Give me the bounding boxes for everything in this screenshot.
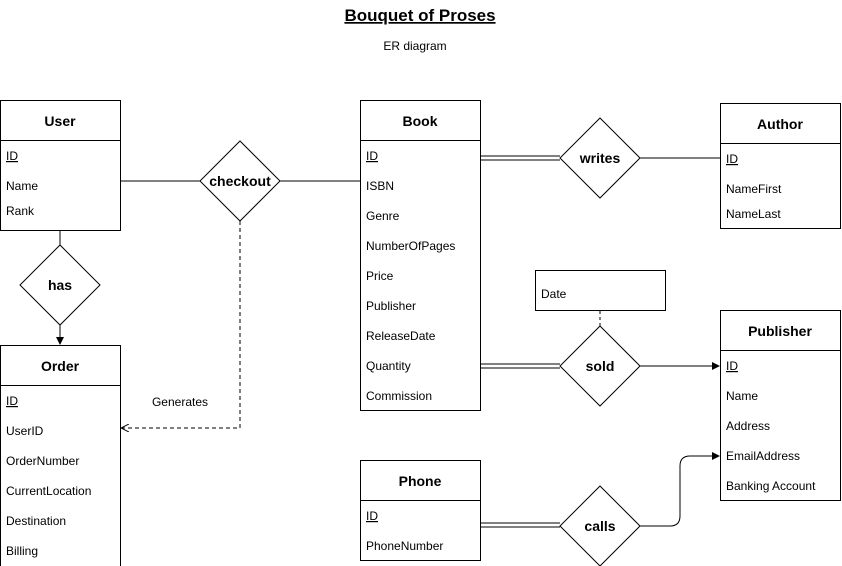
entity-user-box (0, 100, 121, 231)
publisher-attr-emailaddress: EmailAddress (726, 449, 800, 463)
attribute-date[interactable]: Date (535, 270, 666, 311)
publisher-attr-address: Address (726, 419, 770, 433)
order-attr-destination: Destination (6, 514, 66, 528)
publisher-attr-bankingaccount: Banking Account (726, 479, 816, 493)
user-attr-name: Name (6, 179, 38, 193)
entity-publisher-box (720, 310, 841, 501)
book-attr-genre: Genre (366, 209, 400, 223)
phone-attr-id: ID (366, 509, 378, 523)
book-attr-price: Price (366, 269, 394, 283)
author-attr-id: ID (726, 152, 738, 166)
entity-book-box (360, 100, 481, 411)
order-attr-ordernumber: OrderNumber (6, 454, 79, 468)
order-attr-billing: Billing (6, 544, 38, 558)
relationship-calls[interactable]: calls (559, 485, 641, 566)
entity-user-title: User (44, 113, 76, 129)
user-attr-rank: Rank (6, 204, 35, 218)
entity-phone-title: Phone (399, 473, 442, 489)
relationship-checkout-diamond (199, 140, 281, 222)
publisher-attr-name: Name (726, 389, 758, 403)
diagram-subtitle: ER diagram (383, 39, 446, 53)
relationship-writes[interactable]: writes (559, 117, 641, 199)
relationship-sold[interactable]: sold (559, 325, 641, 407)
attribute-date-box (535, 270, 666, 311)
book-attr-quantity: Quantity (366, 359, 411, 373)
order-attr-currentlocation: CurrentLocation (6, 484, 91, 498)
relationship-sold-diamond (559, 325, 641, 407)
book-attr-numberofpages: NumberOfPages (366, 239, 455, 253)
relationship-has-label: has (48, 277, 72, 293)
publisher-attr-id: ID (726, 359, 738, 373)
author-attr-namefirst: NameFirst (726, 182, 782, 196)
book-attr-id: ID (366, 149, 378, 163)
book-attr-publisher: Publisher (366, 299, 416, 313)
relationship-writes-diamond (559, 117, 641, 199)
entity-author[interactable]: Author ID NameFirst NameLast (720, 103, 841, 229)
entity-order-box (0, 345, 121, 566)
entity-publisher[interactable]: Publisher ID Name Address EmailAddress B… (720, 310, 841, 501)
relationship-writes-label: writes (579, 150, 621, 166)
book-attr-commission: Commission (366, 389, 432, 403)
order-attr-userid: UserID (6, 424, 44, 438)
relationship-checkout[interactable]: checkout (199, 140, 281, 222)
entity-book[interactable]: Book ID ISBN Genre NumberOfPages Price P… (360, 100, 481, 411)
order-attr-id: ID (6, 394, 18, 408)
entity-author-box (720, 103, 841, 229)
phone-attr-phonenumber: PhoneNumber (366, 539, 443, 553)
generates-label: Generates (152, 395, 208, 409)
relationship-has[interactable]: has (19, 244, 101, 326)
edge-checkout-order (122, 221, 241, 428)
book-attr-releasedate: ReleaseDate (366, 329, 436, 343)
entity-publisher-title: Publisher (748, 323, 812, 339)
entity-user[interactable]: User ID Name Rank (0, 100, 121, 231)
edge-calls-publisher (640, 452, 720, 527)
relationship-calls-label: calls (584, 518, 615, 534)
user-attr-id: ID (6, 149, 18, 163)
relationship-has-diamond (19, 244, 101, 326)
author-attr-namelast: NameLast (726, 207, 781, 221)
entity-order-title: Order (41, 358, 80, 374)
entity-author-title: Author (757, 116, 803, 132)
diagram-title: Bouquet of Proses (344, 6, 495, 25)
entity-book-title: Book (403, 113, 438, 129)
entity-phone[interactable]: Phone ID PhoneNumber (360, 460, 481, 561)
relationship-sold-label: sold (586, 358, 615, 374)
relationship-checkout-label: checkout (209, 173, 271, 189)
entity-phone-box (360, 460, 481, 561)
relationship-calls-diamond (559, 485, 641, 566)
book-attr-isbn: ISBN (366, 179, 394, 193)
entity-order[interactable]: Order ID UserID OrderNumber CurrentLocat… (0, 345, 121, 566)
attribute-date-label: Date (541, 287, 567, 301)
